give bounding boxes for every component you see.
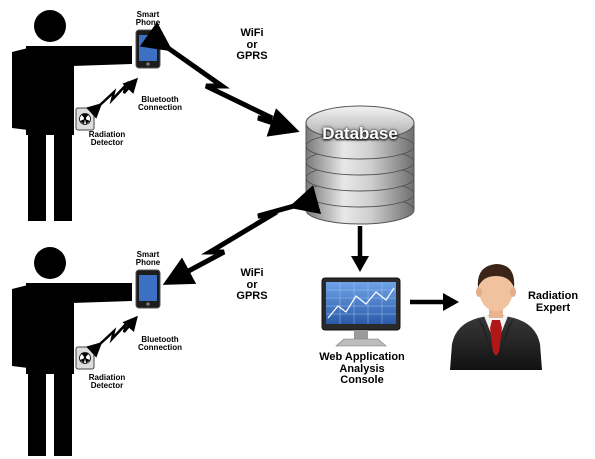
- arrow-console-to-expert: [410, 293, 459, 311]
- label-database: Database: [322, 124, 398, 143]
- label-wifi-top: WiFi or GPRS: [236, 27, 268, 63]
- label-smartphone-bottom: Smart Phone: [135, 250, 161, 268]
- label-bluetooth-top: Bluetooth Connection: [138, 95, 182, 113]
- bluetooth-link-bottom: [86, 315, 138, 358]
- smartphone-icon-top: [135, 29, 161, 69]
- radiation-detector-icon-top: [75, 107, 95, 131]
- wifi-link-bottom: [162, 185, 322, 285]
- expert-icon: [450, 264, 542, 370]
- database-icon: [305, 105, 415, 225]
- arrow-db-to-console: [351, 226, 369, 272]
- bluetooth-link-top: [86, 77, 139, 119]
- person-top: [12, 10, 132, 221]
- wifi-link-top: [139, 21, 300, 137]
- label-web-application: Web Application Analysis Console: [319, 351, 405, 387]
- radiation-detector-icon-bottom: [75, 346, 95, 370]
- smartphone-icon-bottom: [135, 269, 161, 309]
- label-smartphone-top: Smart Phone: [135, 10, 161, 28]
- person-bottom: [12, 247, 132, 456]
- label-detector-top: Radiation Detector: [88, 130, 126, 148]
- label-radiation-expert: Radiation Expert: [527, 290, 579, 314]
- label-detector-bottom: Radiation Detector: [88, 373, 126, 391]
- monitor-icon: [321, 277, 401, 347]
- label-bluetooth-bottom: Bluetooth Connection: [138, 335, 182, 353]
- label-wifi-bottom: WiFi or GPRS: [236, 267, 268, 303]
